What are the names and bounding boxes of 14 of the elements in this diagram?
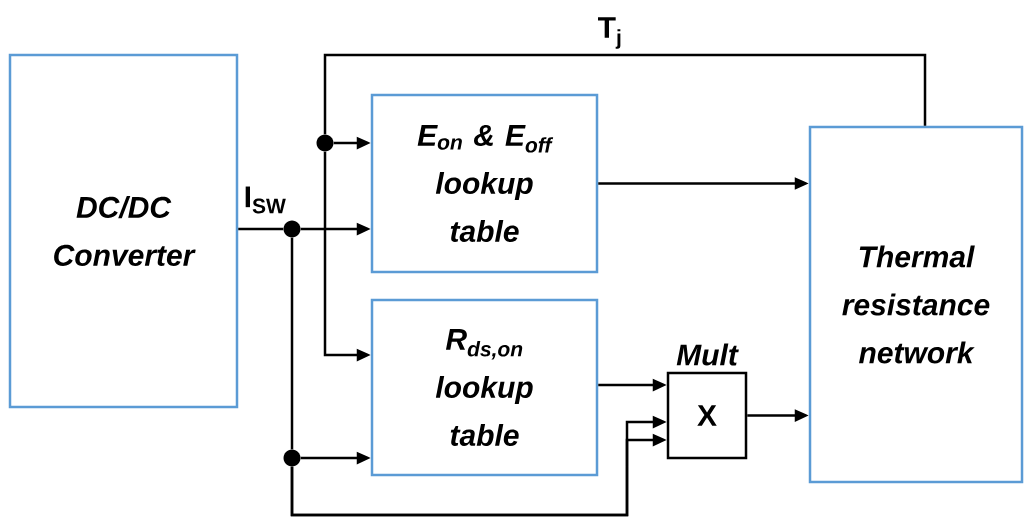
junction-dot: [283, 220, 301, 238]
lookup-table-box: R$_{ds,on}$ lookup table: [370, 298, 599, 477]
junction-dot: [283, 449, 301, 467]
thermal-network-box: Thermal resistance network: [808, 125, 1024, 484]
junction-dot: [316, 134, 334, 152]
connector: [323, 53, 927, 135]
connector: [290, 237, 294, 450]
converter-box: DC/DC Converter: [8, 53, 239, 409]
signal-label: I$_{SW}$: [242, 185, 288, 215]
block-heading: Mult: [676, 343, 739, 366]
multiplier-box: X: [666, 371, 748, 460]
lookup-table-box: E$_{on}$ & E$_{off}$ lookup table: [370, 93, 599, 274]
signal-label: T$_{j}$: [596, 16, 624, 50]
connector: [238, 227, 284, 231]
